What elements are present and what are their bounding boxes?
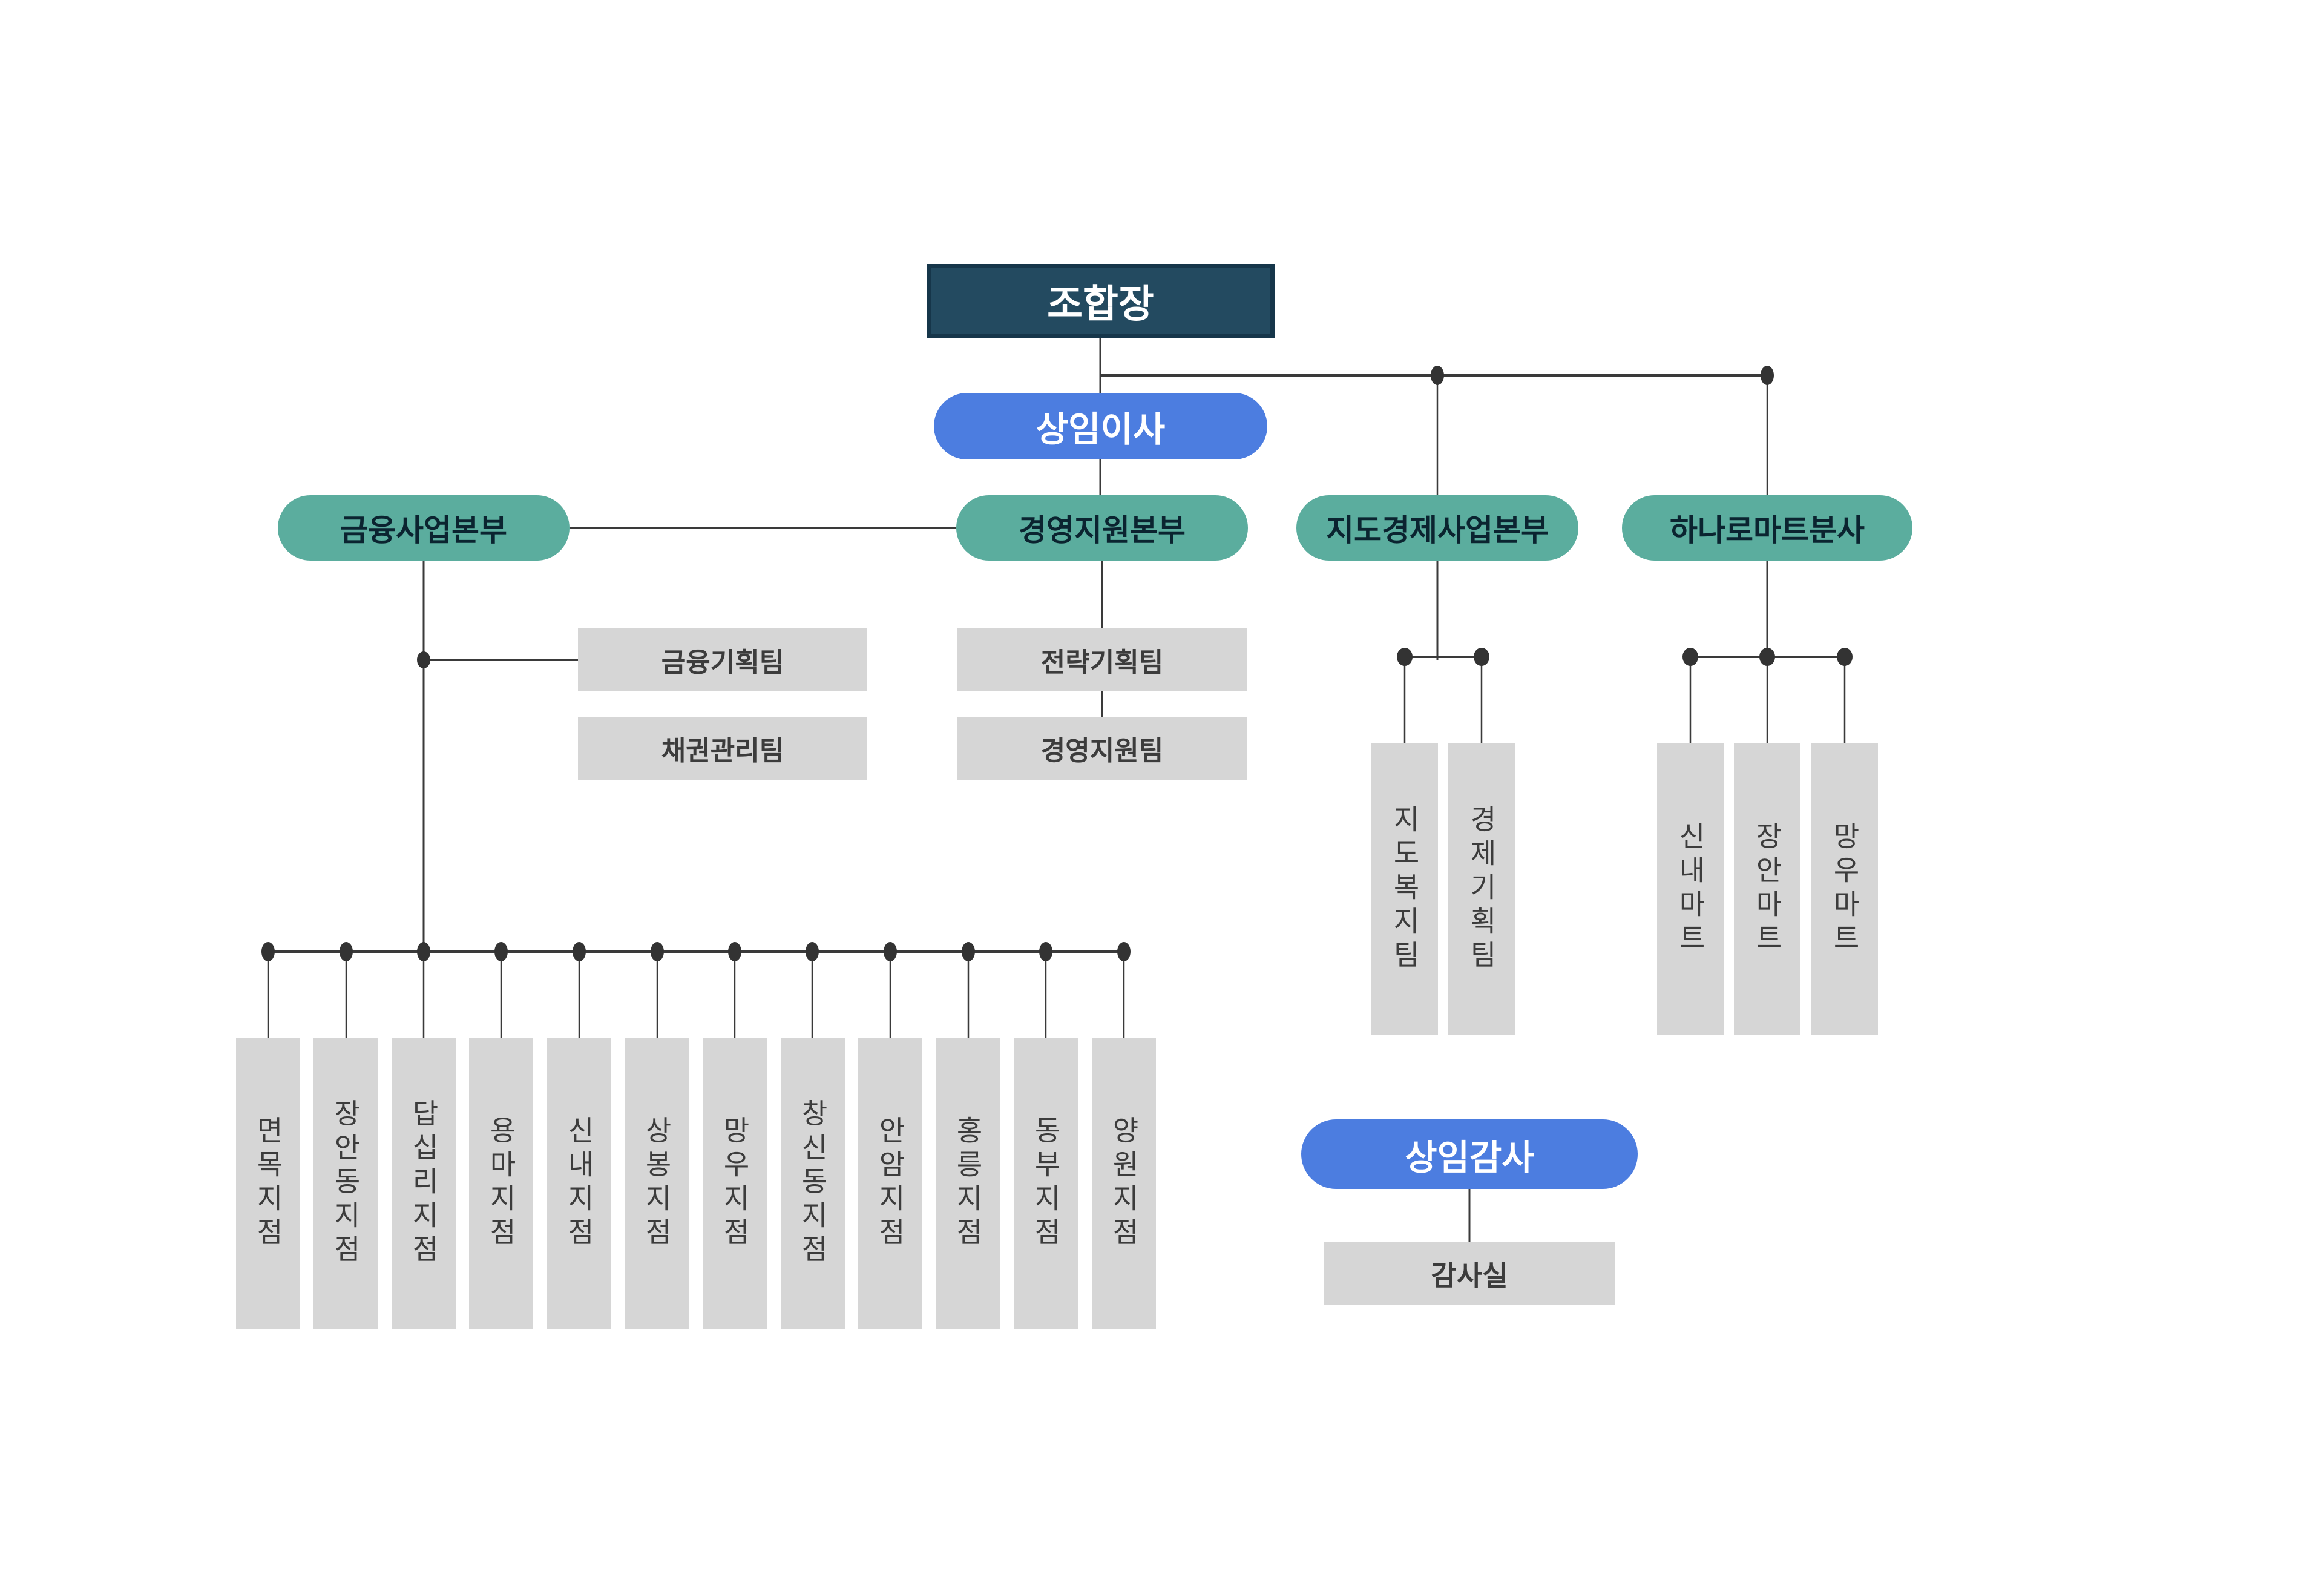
branch-box-myeonmok-label: 면목지점 bbox=[252, 1116, 284, 1251]
mart-box-jangan-label: 장안마트 bbox=[1751, 822, 1783, 957]
mart-box-mangu: 망우마트 bbox=[1811, 743, 1878, 1035]
branch-box-hongneung: 홍릉지점 bbox=[936, 1038, 1000, 1329]
mart-box-mangu-label: 망우마트 bbox=[1829, 822, 1860, 957]
hq-pill-guidance-economy: 지도경제사업본부 bbox=[1296, 495, 1578, 561]
mart-box-sinnae: 신내마트 bbox=[1657, 743, 1724, 1035]
chairman-box: 조합장 bbox=[927, 264, 1275, 338]
branch-box-jangandong: 장안동지점 bbox=[313, 1038, 378, 1329]
guidance-connectors bbox=[1403, 561, 1483, 743]
top-junction-dots bbox=[1431, 366, 1774, 385]
branch-box-myeonmok: 면목지점 bbox=[236, 1038, 300, 1329]
branch-box-jangandong-label: 장안동지점 bbox=[330, 1099, 361, 1268]
executive-director-pill: 상임이사 bbox=[934, 393, 1267, 459]
branch-box-sinnae: 신내지점 bbox=[547, 1038, 611, 1329]
team-box-economy-planning: 경제기획팀 bbox=[1448, 743, 1515, 1035]
mart-junction-dots bbox=[1682, 648, 1853, 666]
branch-box-yongma-label: 용마지점 bbox=[485, 1116, 517, 1251]
team-box-management-support: 경영지원팀 bbox=[957, 717, 1247, 780]
branch-box-mangu: 망우지점 bbox=[703, 1038, 767, 1329]
mart-box-jangan: 장안마트 bbox=[1734, 743, 1800, 1035]
branch-box-anam-label: 안암지점 bbox=[875, 1116, 906, 1251]
branch-box-yangwon-label: 양원지점 bbox=[1108, 1116, 1140, 1251]
standing-auditor-pill: 상임감사 bbox=[1301, 1119, 1638, 1189]
branch-box-sangbong: 상봉지점 bbox=[625, 1038, 689, 1329]
team-box-guidance-welfare-label: 지도복지팀 bbox=[1389, 805, 1420, 974]
branch-box-mangu-label: 망우지점 bbox=[719, 1116, 750, 1251]
team-box-guidance-welfare: 지도복지팀 bbox=[1371, 743, 1438, 1035]
branch-box-hongneung-label: 홍릉지점 bbox=[952, 1116, 983, 1251]
branch-box-dongbu-label: 동부지점 bbox=[1030, 1116, 1062, 1251]
branch-box-changsindong: 창신동지점 bbox=[781, 1038, 845, 1329]
branch-box-yangwon: 양원지점 bbox=[1092, 1038, 1156, 1329]
team-box-bond-management: 채권관리팀 bbox=[578, 717, 867, 780]
finance-connectors bbox=[267, 561, 1125, 1038]
hq-pill-hanaro-mart: 하나로마트분사 bbox=[1622, 495, 1912, 561]
team-box-economy-planning-label: 경제기획팀 bbox=[1466, 805, 1497, 974]
mart-box-sinnae-label: 신내마트 bbox=[1675, 822, 1706, 957]
hq-pill-finance: 금융사업본부 bbox=[278, 495, 570, 561]
branch-box-anam: 안암지점 bbox=[858, 1038, 922, 1329]
audit-office-box: 감사실 bbox=[1324, 1242, 1615, 1305]
branch-box-changsindong-label: 창신동지점 bbox=[797, 1099, 829, 1268]
team-box-finance-planning: 금융기획팀 bbox=[578, 628, 867, 691]
finance-junction-dots bbox=[261, 651, 1131, 961]
guidance-junction-dots bbox=[1397, 648, 1489, 666]
branch-box-dongbu: 동부지점 bbox=[1014, 1038, 1078, 1329]
branch-box-dapsimni-label: 답십리지점 bbox=[408, 1099, 439, 1268]
branch-box-sinnae-label: 신내지점 bbox=[563, 1116, 595, 1251]
branch-box-sangbong-label: 상봉지점 bbox=[641, 1116, 672, 1251]
team-box-strategy-planning: 전략기획팀 bbox=[957, 628, 1247, 691]
branch-box-dapsimni: 답십리지점 bbox=[392, 1038, 456, 1329]
hq-pill-management: 경영지원본부 bbox=[956, 495, 1248, 561]
branch-box-yongma: 용마지점 bbox=[469, 1038, 533, 1329]
